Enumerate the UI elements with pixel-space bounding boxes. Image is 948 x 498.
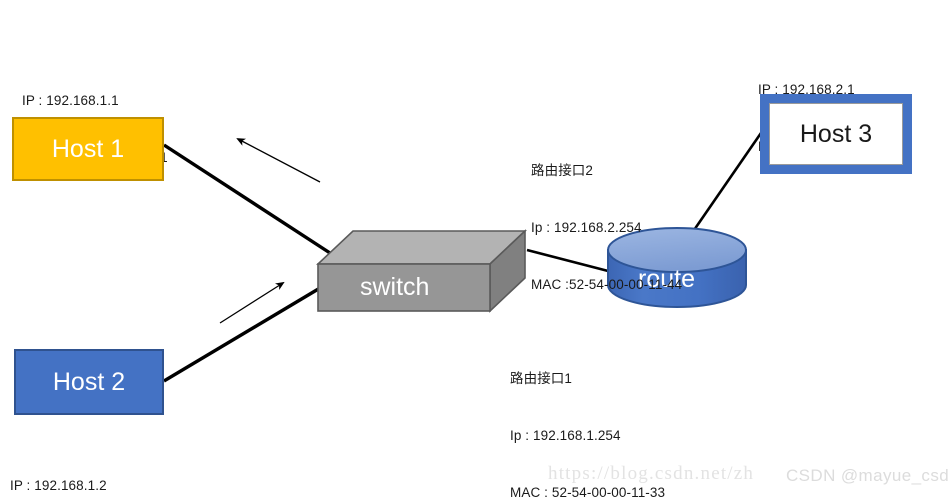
host2-node[interactable]: Host 2 xyxy=(14,349,164,415)
link-router-host3 xyxy=(690,132,763,234)
host1-ip-line: IP : 192.168.1.1 xyxy=(22,93,119,108)
host3-inner-frame: Host 3 xyxy=(769,103,903,165)
host1-node[interactable]: Host 1 xyxy=(12,117,164,181)
router-interface1-name: 路由接口1 xyxy=(510,371,573,386)
flow-arrow-to-host1 xyxy=(236,138,321,183)
router-shape[interactable] xyxy=(607,227,747,308)
host2-label: Host 2 xyxy=(52,367,126,396)
router-interface1-annotation: 路由接口1 Ip : 192.168.1.254 MAC : 52-54-00-… xyxy=(510,331,665,498)
router-top-ellipse xyxy=(607,227,747,273)
flow-arrow-to-switch xyxy=(219,281,285,324)
router-interface2-name: 路由接口2 xyxy=(531,163,594,178)
switch-shape[interactable] xyxy=(315,229,528,313)
csdn-watermark: CSDN @mayue_csdn xyxy=(786,466,948,485)
switch-top-face xyxy=(315,230,528,265)
url-watermark: https://blog.csdn.net/zh xyxy=(548,463,755,484)
router-interface1-mac-line: MAC : 52-54-00-00-11-33 xyxy=(510,485,666,498)
host2-ip-line: IP : 192.168.1.2 xyxy=(10,478,107,493)
router-interface2-annotation: 路由接口2 Ip : 192.168.2.254 MAC :52-54-00-0… xyxy=(531,123,682,332)
switch-label: switch xyxy=(360,273,430,301)
link-host2-switch xyxy=(163,286,321,383)
router-interface1-ip-line: Ip : 192.168.1.254 xyxy=(510,428,621,443)
host2-annotation: IP : 192.168.1.2 Mac : 52-54-00-00-11-22 xyxy=(10,438,161,498)
link-host1-switch xyxy=(163,143,331,255)
host3-ip-line: IP : 192.168.2.1 xyxy=(758,82,855,97)
router-label: route xyxy=(638,265,695,293)
router-interface2-ip-line: Ip : 192.168.2.254 xyxy=(531,220,642,235)
host3-label: Host 3 xyxy=(799,119,873,148)
link-switch-router xyxy=(526,248,613,274)
host1-label: Host 1 xyxy=(51,134,125,163)
router-interface2-mac-line: MAC :52-54-00-00-11-44 xyxy=(531,277,683,292)
switch-front-face xyxy=(317,263,491,312)
